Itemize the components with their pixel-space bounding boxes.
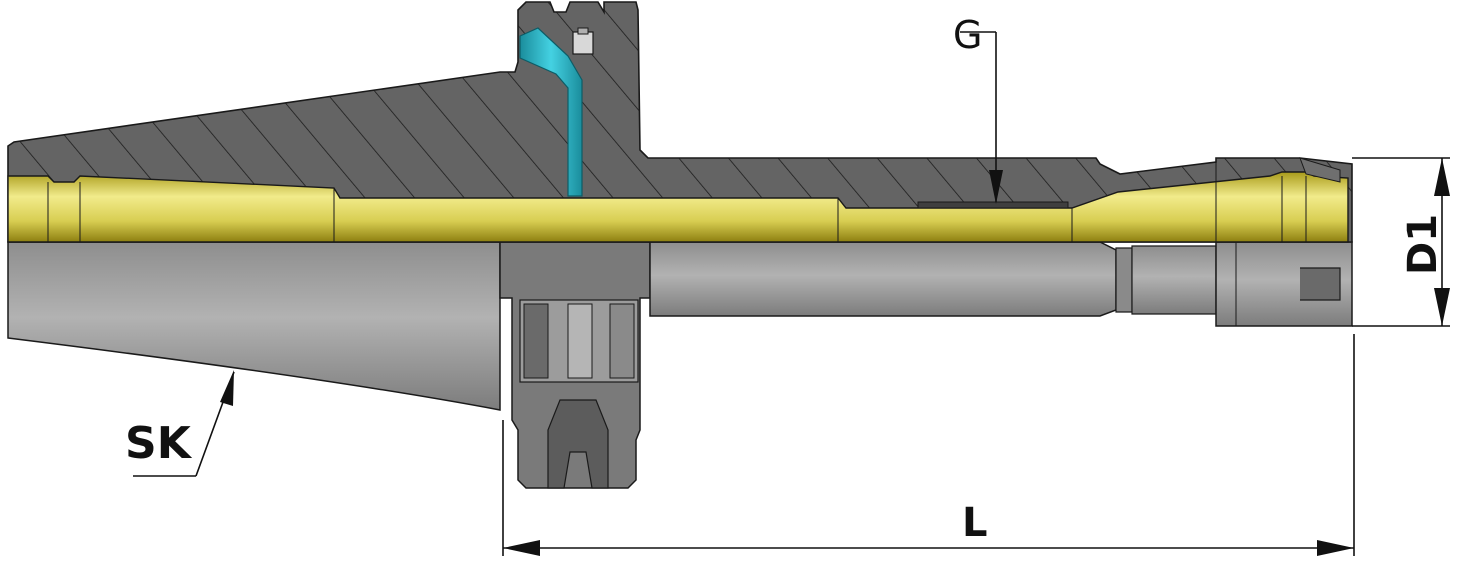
d1-arrow-top xyxy=(1434,158,1450,196)
g-label: G xyxy=(953,13,983,57)
d1-arrow-bottom xyxy=(1434,288,1450,326)
l-arrow-left xyxy=(503,540,540,556)
sk-label: SK xyxy=(125,418,191,469)
sk-arrow xyxy=(220,370,234,406)
exterior-half xyxy=(7,241,1353,489)
coolant-channel xyxy=(519,27,583,197)
d1-label: D1 xyxy=(1400,213,1446,275)
section-half xyxy=(7,1,1353,243)
taper-exterior xyxy=(7,241,501,411)
body-section xyxy=(7,1,1353,243)
thread-g-region xyxy=(917,201,1069,209)
l-label: L xyxy=(962,500,988,546)
l-arrow-right xyxy=(1317,540,1354,556)
drive-slot xyxy=(547,399,609,489)
g-arrow xyxy=(989,170,1003,204)
shank-exterior xyxy=(649,241,1117,317)
dimension-lines xyxy=(133,31,1450,556)
